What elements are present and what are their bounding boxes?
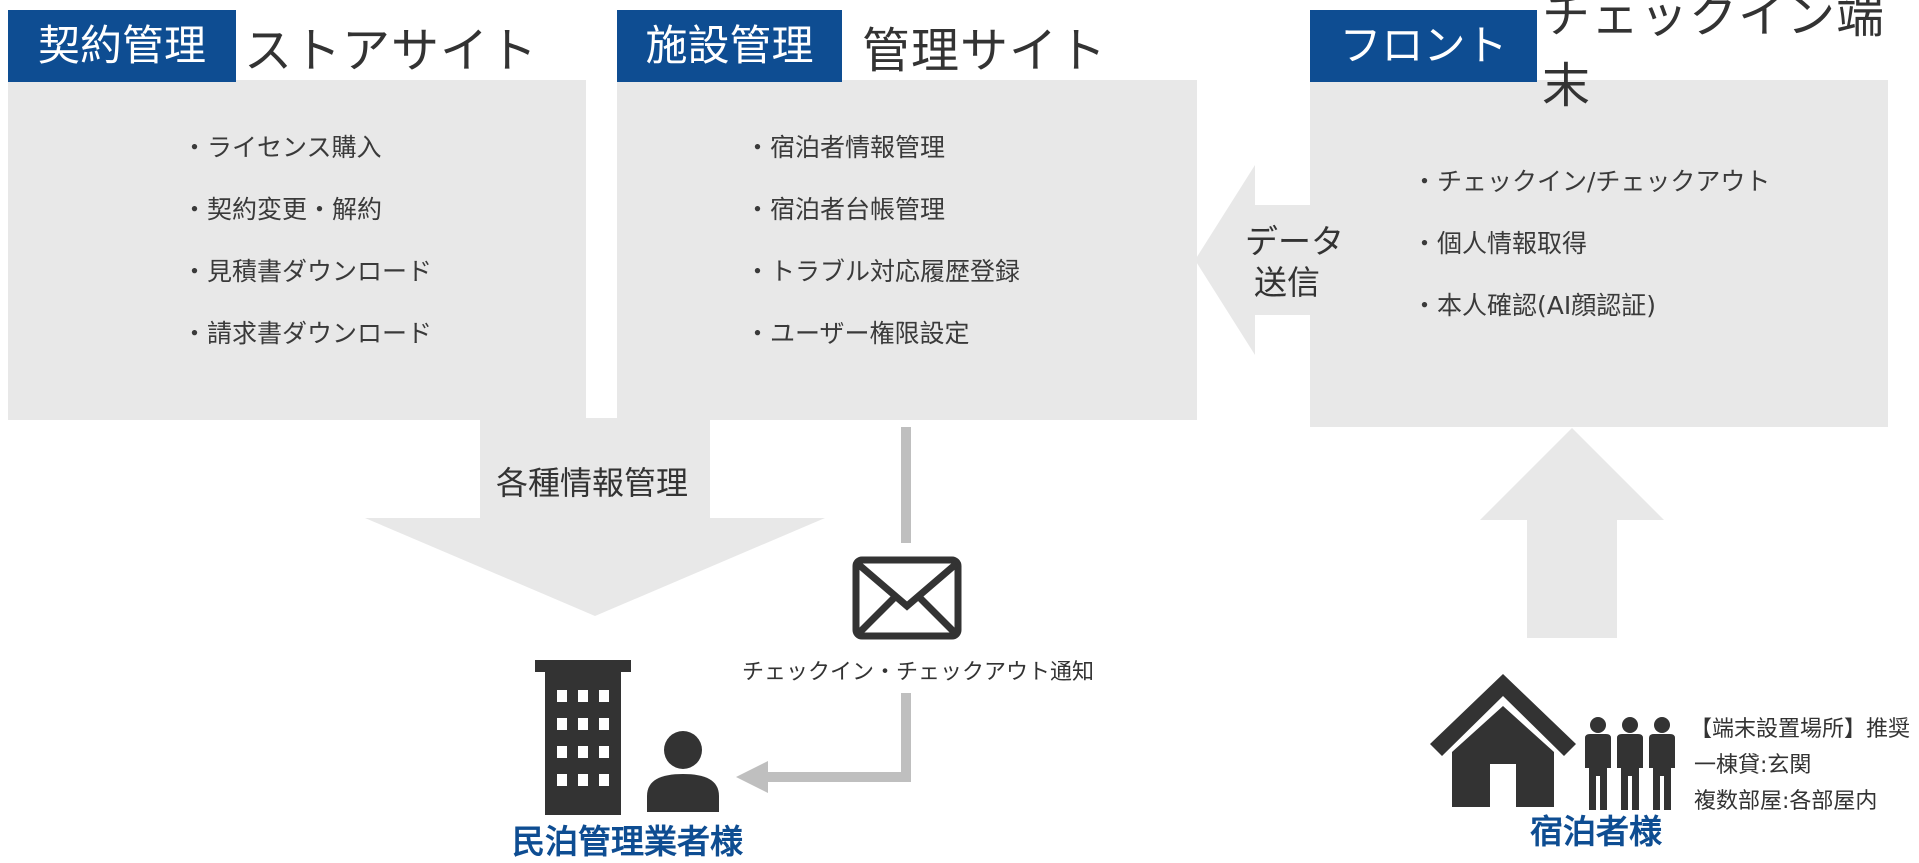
checkin-terminal-tag: フロント	[1310, 10, 1537, 82]
checkin-item-2: ・個人情報取得	[1412, 229, 1588, 258]
store-site-title: ストアサイト	[244, 23, 539, 79]
checkin-terminal-panel	[1310, 80, 1888, 427]
store-item-4: ・請求書ダウンロード	[182, 319, 433, 348]
install-note-heading: 【端末設置場所】推奨	[1690, 717, 1911, 742]
store-item-1: ・ライセンス購入	[182, 133, 382, 162]
checkin-terminal-title: チェックイン端末	[1542, 0, 1886, 114]
data-send-arrow	[1195, 165, 1310, 355]
store-item-2: ・契約変更・解約	[182, 195, 383, 224]
data-send-label-line1: データ	[1245, 222, 1344, 261]
management-site-tag: 施設管理	[617, 10, 842, 82]
notification-label: チェックイン・チェックアウト通知	[742, 660, 1095, 685]
guest-label: 宿泊者様	[1530, 812, 1662, 851]
management-item-2: ・宿泊者台帳管理	[745, 195, 946, 224]
management-site-panel	[617, 80, 1197, 420]
envelope-icon	[852, 556, 962, 640]
notification-line	[736, 427, 911, 793]
management-item-4: ・ユーザー権限設定	[745, 319, 970, 348]
install-note-multi-room: 複数部屋:各部屋内	[1694, 789, 1878, 814]
data-send-label-line2: 送信	[1254, 263, 1320, 302]
house-icon	[1430, 674, 1576, 807]
store-site-tag: 契約管理	[8, 10, 236, 82]
info-management-label: 各種情報管理	[496, 464, 689, 502]
install-note-whole-house: 一棟貸:玄関	[1694, 753, 1812, 778]
building-icon	[535, 660, 631, 815]
store-item-3: ・見積書ダウンロード	[182, 257, 433, 286]
info-management-arrow	[365, 418, 825, 616]
person-icon	[647, 731, 719, 812]
checkin-item-3: ・本人確認(AI顔認証)	[1412, 291, 1656, 320]
store-site-panel	[8, 80, 586, 420]
management-item-3: ・トラブル対応履歴登録	[745, 257, 1021, 286]
people-group-icon	[1585, 717, 1675, 810]
management-item-1: ・宿泊者情報管理	[745, 133, 946, 162]
guest-to-terminal-arrow	[1480, 428, 1664, 638]
operator-label: 民泊管理業者様	[512, 822, 743, 861]
checkin-item-1: ・チェックイン/チェックアウト	[1412, 167, 1771, 196]
management-site-title: 管理サイト	[862, 23, 1108, 79]
